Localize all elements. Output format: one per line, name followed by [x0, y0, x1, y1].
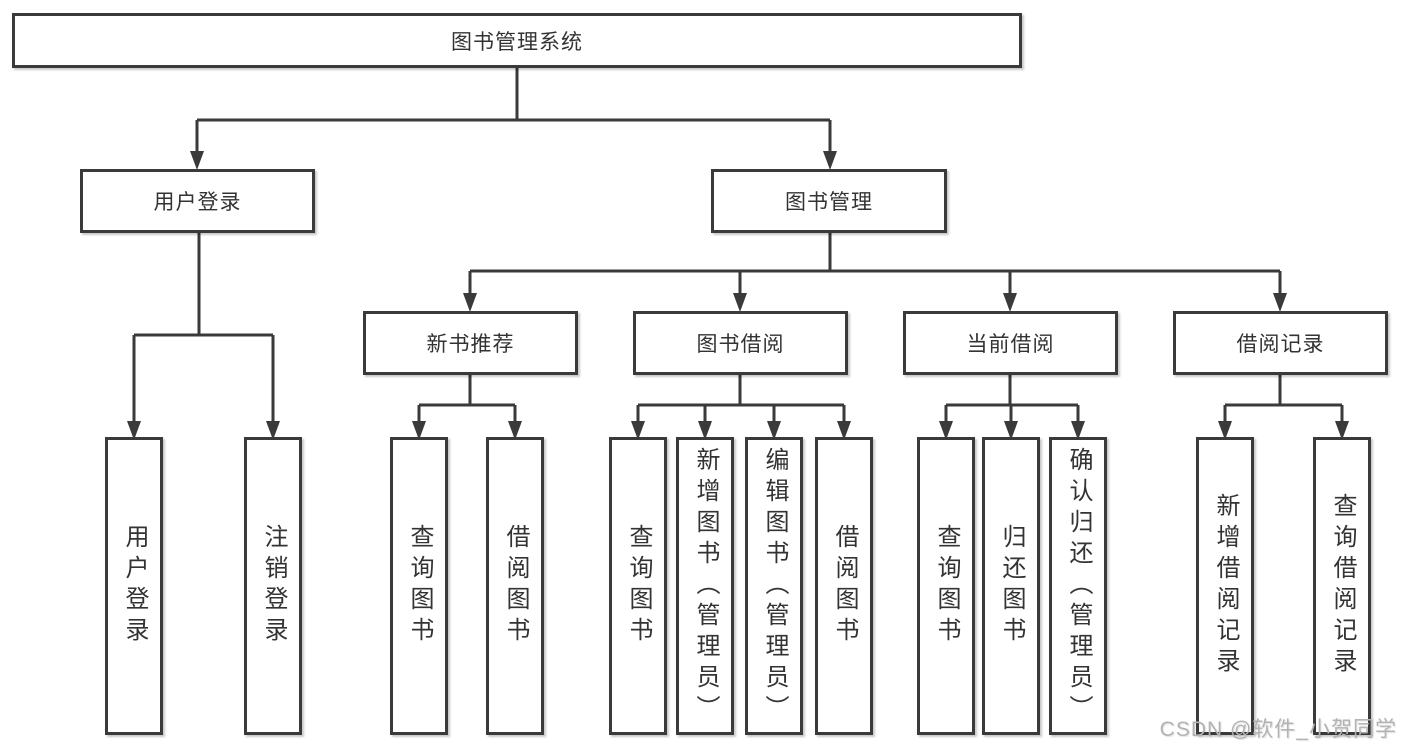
node-current-borrow-label: 当前借阅	[966, 333, 1055, 356]
node-new-book-rec-label: 新书推荐	[426, 333, 515, 356]
csdn-watermark: CSDN @软件_小贺同学	[1159, 718, 1397, 741]
leaf-bb-borrow-books: 借阅图书	[815, 437, 873, 735]
leaf-user-login: 用户登录	[105, 437, 163, 735]
leaf-nbr-query-books: 查询图书	[390, 437, 448, 735]
leaf-bb-query-books-label: 查询图书	[625, 524, 652, 648]
leaf-cb-return-books: 归还图书	[982, 437, 1040, 735]
leaf-cb-query-books: 查询图书	[917, 437, 975, 735]
leaf-bb-add-books-admin: 新增图书（管理员）	[676, 437, 734, 735]
node-new-book-rec: 新书推荐	[363, 311, 578, 375]
leaf-cb-query-books-label: 查询图书	[933, 524, 960, 648]
leaf-logout: 注销登录	[244, 437, 302, 735]
leaf-nbr-borrow-books-label: 借阅图书	[502, 524, 529, 648]
node-book-borrow-label: 图书借阅	[696, 333, 785, 356]
leaf-bb-query-books: 查询图书	[609, 437, 667, 735]
leaf-br-add-record: 新增借阅记录	[1196, 437, 1254, 735]
leaf-br-query-record: 查询借阅记录	[1313, 437, 1371, 735]
leaf-bb-edit-books-admin-label: 编辑图书（管理员）	[761, 446, 788, 726]
arrowheads	[127, 151, 1349, 440]
leaf-logout-label: 注销登录	[260, 524, 287, 648]
node-root-label: 图书管理系统	[451, 30, 583, 54]
node-book-mgmt: 图书管理	[711, 169, 947, 233]
node-book-mgmt-label: 图书管理	[785, 191, 873, 214]
leaf-bb-borrow-books-label: 借阅图书	[831, 524, 858, 648]
node-borrow-records: 借阅记录	[1173, 311, 1388, 375]
leaf-cb-confirm-return-admin: 确认归还（管理员）	[1049, 437, 1107, 735]
leaf-cb-return-books-label: 归还图书	[998, 524, 1025, 648]
leaf-cb-confirm-return-admin-label: 确认归还（管理员）	[1065, 446, 1092, 726]
node-borrow-records-label: 借阅记录	[1236, 333, 1325, 356]
leaf-br-query-record-label: 查询借阅记录	[1329, 493, 1356, 679]
node-current-borrow: 当前借阅	[903, 311, 1118, 375]
leaf-bb-add-books-admin-label: 新增图书（管理员）	[692, 446, 719, 726]
leaf-nbr-query-books-label: 查询图书	[406, 524, 433, 648]
node-user-login: 用户登录	[80, 169, 315, 233]
node-book-borrow: 图书借阅	[633, 311, 848, 375]
leaf-user-login-label: 用户登录	[121, 524, 148, 648]
node-root: 图书管理系统	[12, 13, 1022, 68]
leaf-nbr-borrow-books: 借阅图书	[486, 437, 544, 735]
leaf-br-add-record-label: 新增借阅记录	[1212, 493, 1239, 679]
node-user-login-label: 用户登录	[153, 191, 242, 214]
leaf-bb-edit-books-admin: 编辑图书（管理员）	[745, 437, 803, 735]
